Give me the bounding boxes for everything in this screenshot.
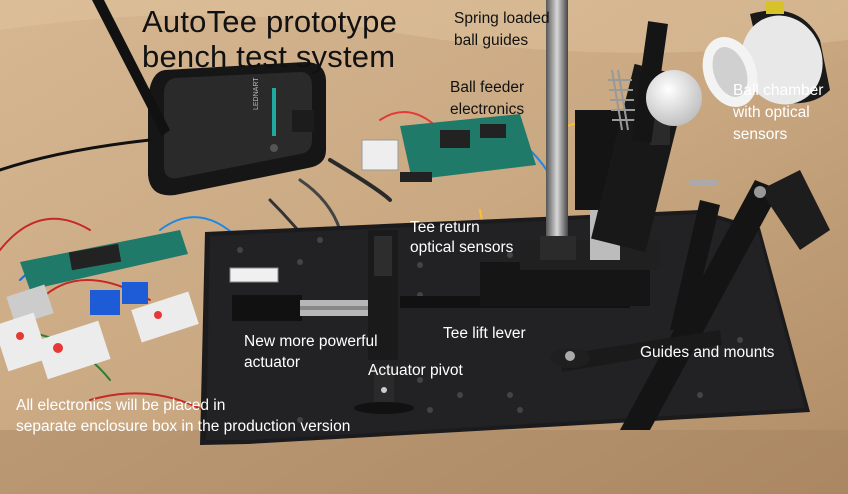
label-tee-return-2: optical sensors (410, 239, 514, 256)
vertical-rod (546, 0, 568, 250)
title-line-1: AutoTee prototype (142, 4, 398, 39)
label-spring-guides-2: ball guides (454, 32, 529, 49)
label-actuator-pivot: Actuator pivot (368, 362, 463, 379)
pedal-brand-text: LEDNART (253, 77, 260, 110)
label-actuator-1: New more powerful (244, 333, 378, 350)
label-ball-feeder-2: electronics (450, 101, 525, 118)
label-actuator-2: actuator (244, 354, 301, 371)
actuator (232, 295, 376, 321)
label-ball-chamber-3: sensors (733, 126, 788, 143)
label-ball-chamber-1: Ball chamber (733, 82, 824, 99)
control-electronics (0, 230, 279, 380)
label-guides-mounts: Guides and mounts (640, 344, 775, 361)
actuator-pivot (354, 230, 414, 414)
label-tee-return-1: Tee return (410, 219, 480, 236)
ball-feeder-board (361, 114, 536, 182)
ball-chamber (702, 2, 830, 107)
golf-ball (646, 70, 702, 126)
label-ball-feeder-1: Ball feeder (450, 79, 525, 96)
spring-guides (608, 69, 636, 131)
label-electronics-note-1: All electronics will be placed in (16, 397, 226, 414)
foot-switch: LEDNART (148, 62, 326, 196)
guides-and-mounts (550, 170, 830, 430)
label-electronics-note-2: separate enclosure box in the production… (16, 418, 351, 435)
label-tee-lift: Tee lift lever (443, 325, 526, 342)
label-spring-guides-1: Spring loaded (454, 10, 550, 27)
title-line-2: bench test system (142, 39, 396, 74)
label-ball-chamber-2: with optical (733, 104, 810, 121)
lamp-arm (92, 0, 170, 136)
